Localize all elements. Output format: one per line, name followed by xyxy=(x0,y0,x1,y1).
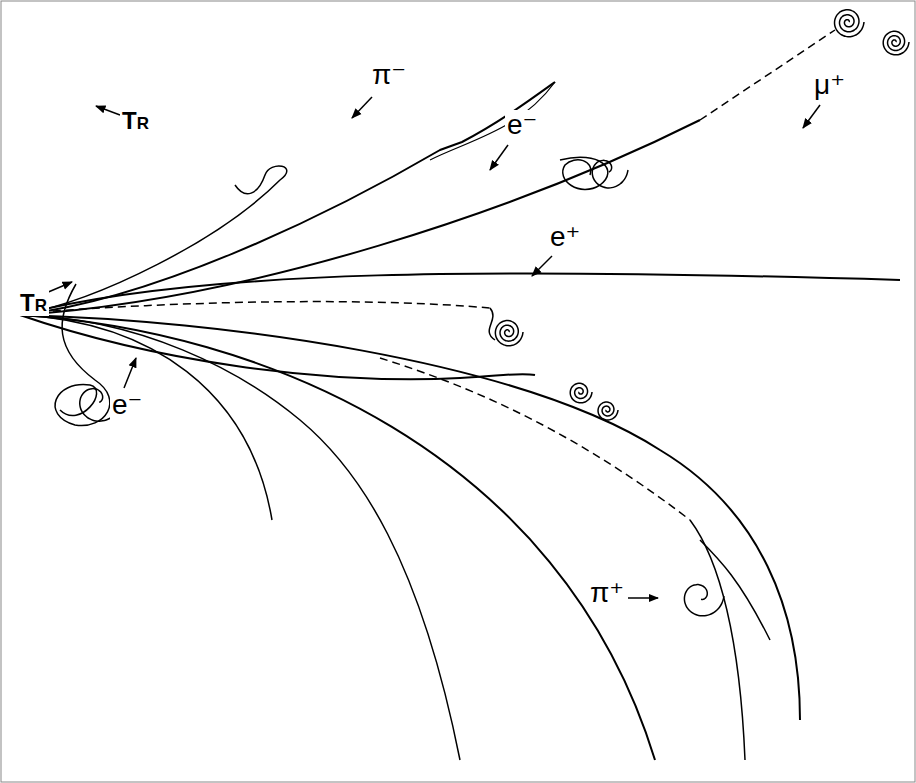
particle-track xyxy=(20,82,555,315)
particle-track xyxy=(700,540,770,640)
leader-arrow xyxy=(532,256,552,276)
particle-track xyxy=(430,82,555,160)
particle-track xyxy=(489,308,495,340)
leader-arrow xyxy=(96,106,120,115)
particle-track xyxy=(20,315,535,379)
spiral-track xyxy=(592,160,628,188)
spiral-track xyxy=(598,402,618,420)
spiral-track xyxy=(835,10,864,37)
particle-track xyxy=(20,315,272,520)
particle-track xyxy=(40,302,490,312)
particle-label: TR xyxy=(120,108,151,134)
leader-arrow xyxy=(46,282,72,293)
spiral-track xyxy=(495,321,523,346)
particle-label: TR xyxy=(18,290,49,316)
particle-track xyxy=(20,166,287,315)
particle-track xyxy=(690,520,745,760)
leader-arrow xyxy=(803,105,820,128)
particle-track xyxy=(20,315,460,760)
spiral-track xyxy=(570,383,592,403)
particle-track xyxy=(20,273,900,315)
leader-arrow xyxy=(124,358,136,388)
spiral-track xyxy=(883,31,909,55)
particle-track xyxy=(20,315,800,720)
particle-label: e⁻ xyxy=(110,390,144,421)
particle-track xyxy=(20,120,700,315)
particle-label: e⁻ xyxy=(505,110,539,141)
particle-track xyxy=(380,358,690,520)
leader-arrow xyxy=(628,597,658,599)
particle-label: μ⁺ xyxy=(812,70,847,101)
leader-arrow xyxy=(490,145,508,170)
particle-track xyxy=(55,284,110,426)
spiral-track xyxy=(684,585,724,616)
particle-label: π⁺ xyxy=(588,578,626,609)
particle-label: e⁺ xyxy=(548,222,582,253)
particle-track xyxy=(20,315,655,760)
particle-track xyxy=(560,157,608,189)
particle-label: π⁻ xyxy=(370,60,408,91)
leader-arrow xyxy=(352,97,372,118)
